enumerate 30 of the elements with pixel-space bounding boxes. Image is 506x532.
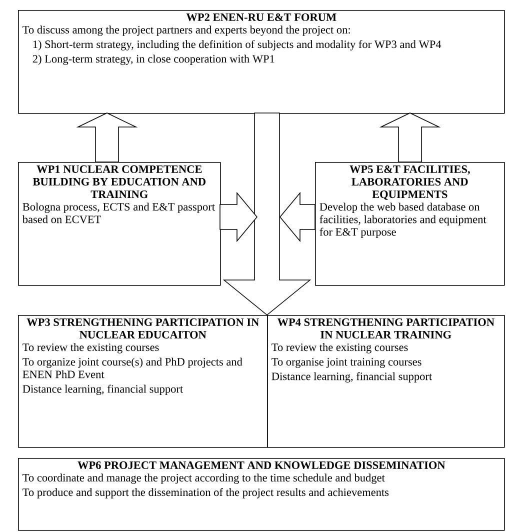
box-heading: WP1 NUCLEAR COMPETENCE BUILDING BY EDUCATION AND TRAINING xyxy=(32,165,206,198)
box-text: Distance learning, financial support xyxy=(272,372,432,382)
box-text: To organize joint course(s) and PhD projects and ENEN PhD Event xyxy=(22,358,242,378)
box-heading: WP4 STRENGTHENING PARTICIPATION IN NUCLEAR TRAINING xyxy=(277,318,494,339)
box-text: Bologna process, ECTS and E&T passport based on ECVET xyxy=(22,202,215,224)
box-heading: WP2 ENEN-RU E&T FORUM xyxy=(186,13,336,22)
box-heading: WP6 PROJECT MANAGEMENT AND KNOWLEDGE DISSEMINATION xyxy=(78,461,446,470)
process-box xyxy=(18,162,221,286)
box-text: To review the existing courses xyxy=(272,343,408,354)
process-box xyxy=(18,315,268,448)
box-text: To organise joint training courses xyxy=(272,358,422,368)
box-text: Distance learning, financial support xyxy=(22,384,184,396)
block-arrow xyxy=(76,112,138,162)
box-text: To discuss among the project partners and experts beyond the project on: xyxy=(22,26,350,36)
process-box xyxy=(18,458,505,531)
box-heading: WP3 STRENGTHENING PARTICIPATION IN NUCLEAR EDUCAITON xyxy=(26,318,260,339)
block-arrow xyxy=(279,192,316,242)
box-text: To produce and support the dissemination of the project results and achievements xyxy=(22,488,389,498)
box-heading: WP5 E&T FACILITIES, LABORATORIES AND EQUIPMENTS xyxy=(350,165,470,200)
process-box xyxy=(267,315,505,448)
box-text: To coordinate and manage the project according to the time schedule and budget xyxy=(22,474,385,484)
block-arrow xyxy=(379,112,441,162)
process-box xyxy=(18,10,505,114)
block-arrow xyxy=(220,192,258,242)
process-box xyxy=(315,162,505,286)
block-arrow xyxy=(222,112,312,316)
box-text: To review the existing courses xyxy=(22,343,159,354)
box-text: 2) Long-term strategy, in close cooperation with WP1 xyxy=(32,54,274,65)
box-text: 1) Short-term strategy, including the definition of subjects and modality for WP3 and WP4 xyxy=(33,40,442,50)
box-text: Develop the web based database on facilities, laboratories and equipment for E&T purpose xyxy=(320,202,486,238)
